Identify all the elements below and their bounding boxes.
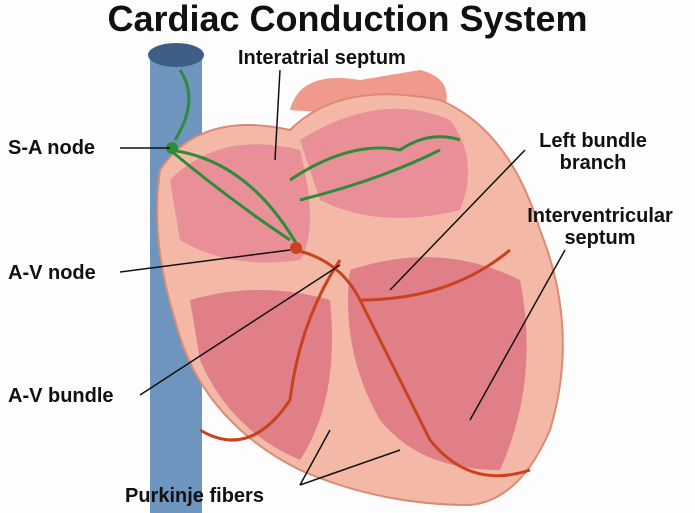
right-ventricle <box>190 290 332 460</box>
green-conduction-pathways <box>169 69 461 251</box>
label-line-2: septum <box>564 227 636 249</box>
label-purkinje-fibers: Purkinje fibers <box>125 485 264 507</box>
left-atrium <box>300 108 468 218</box>
av-node-mark <box>290 242 302 254</box>
label-interatrial-septum: Interatrial septum <box>238 47 406 69</box>
vena-cava-top <box>148 43 204 67</box>
label-av-bundle: A-V bundle <box>8 385 114 407</box>
leader-lines <box>119 69 566 486</box>
label-line-2: branch <box>559 152 627 174</box>
label-line-1: Left bundle <box>539 130 647 152</box>
sa-node-mark <box>166 142 178 154</box>
label-line-1: Interventricular <box>527 205 673 227</box>
label-av-node: A-V node <box>8 262 96 284</box>
page-title: Cardiac Conduction System <box>107 0 588 39</box>
left-ventricle <box>348 257 527 470</box>
red-conduction-pathways <box>199 248 531 478</box>
label-sa-node: S-A node <box>8 137 96 159</box>
